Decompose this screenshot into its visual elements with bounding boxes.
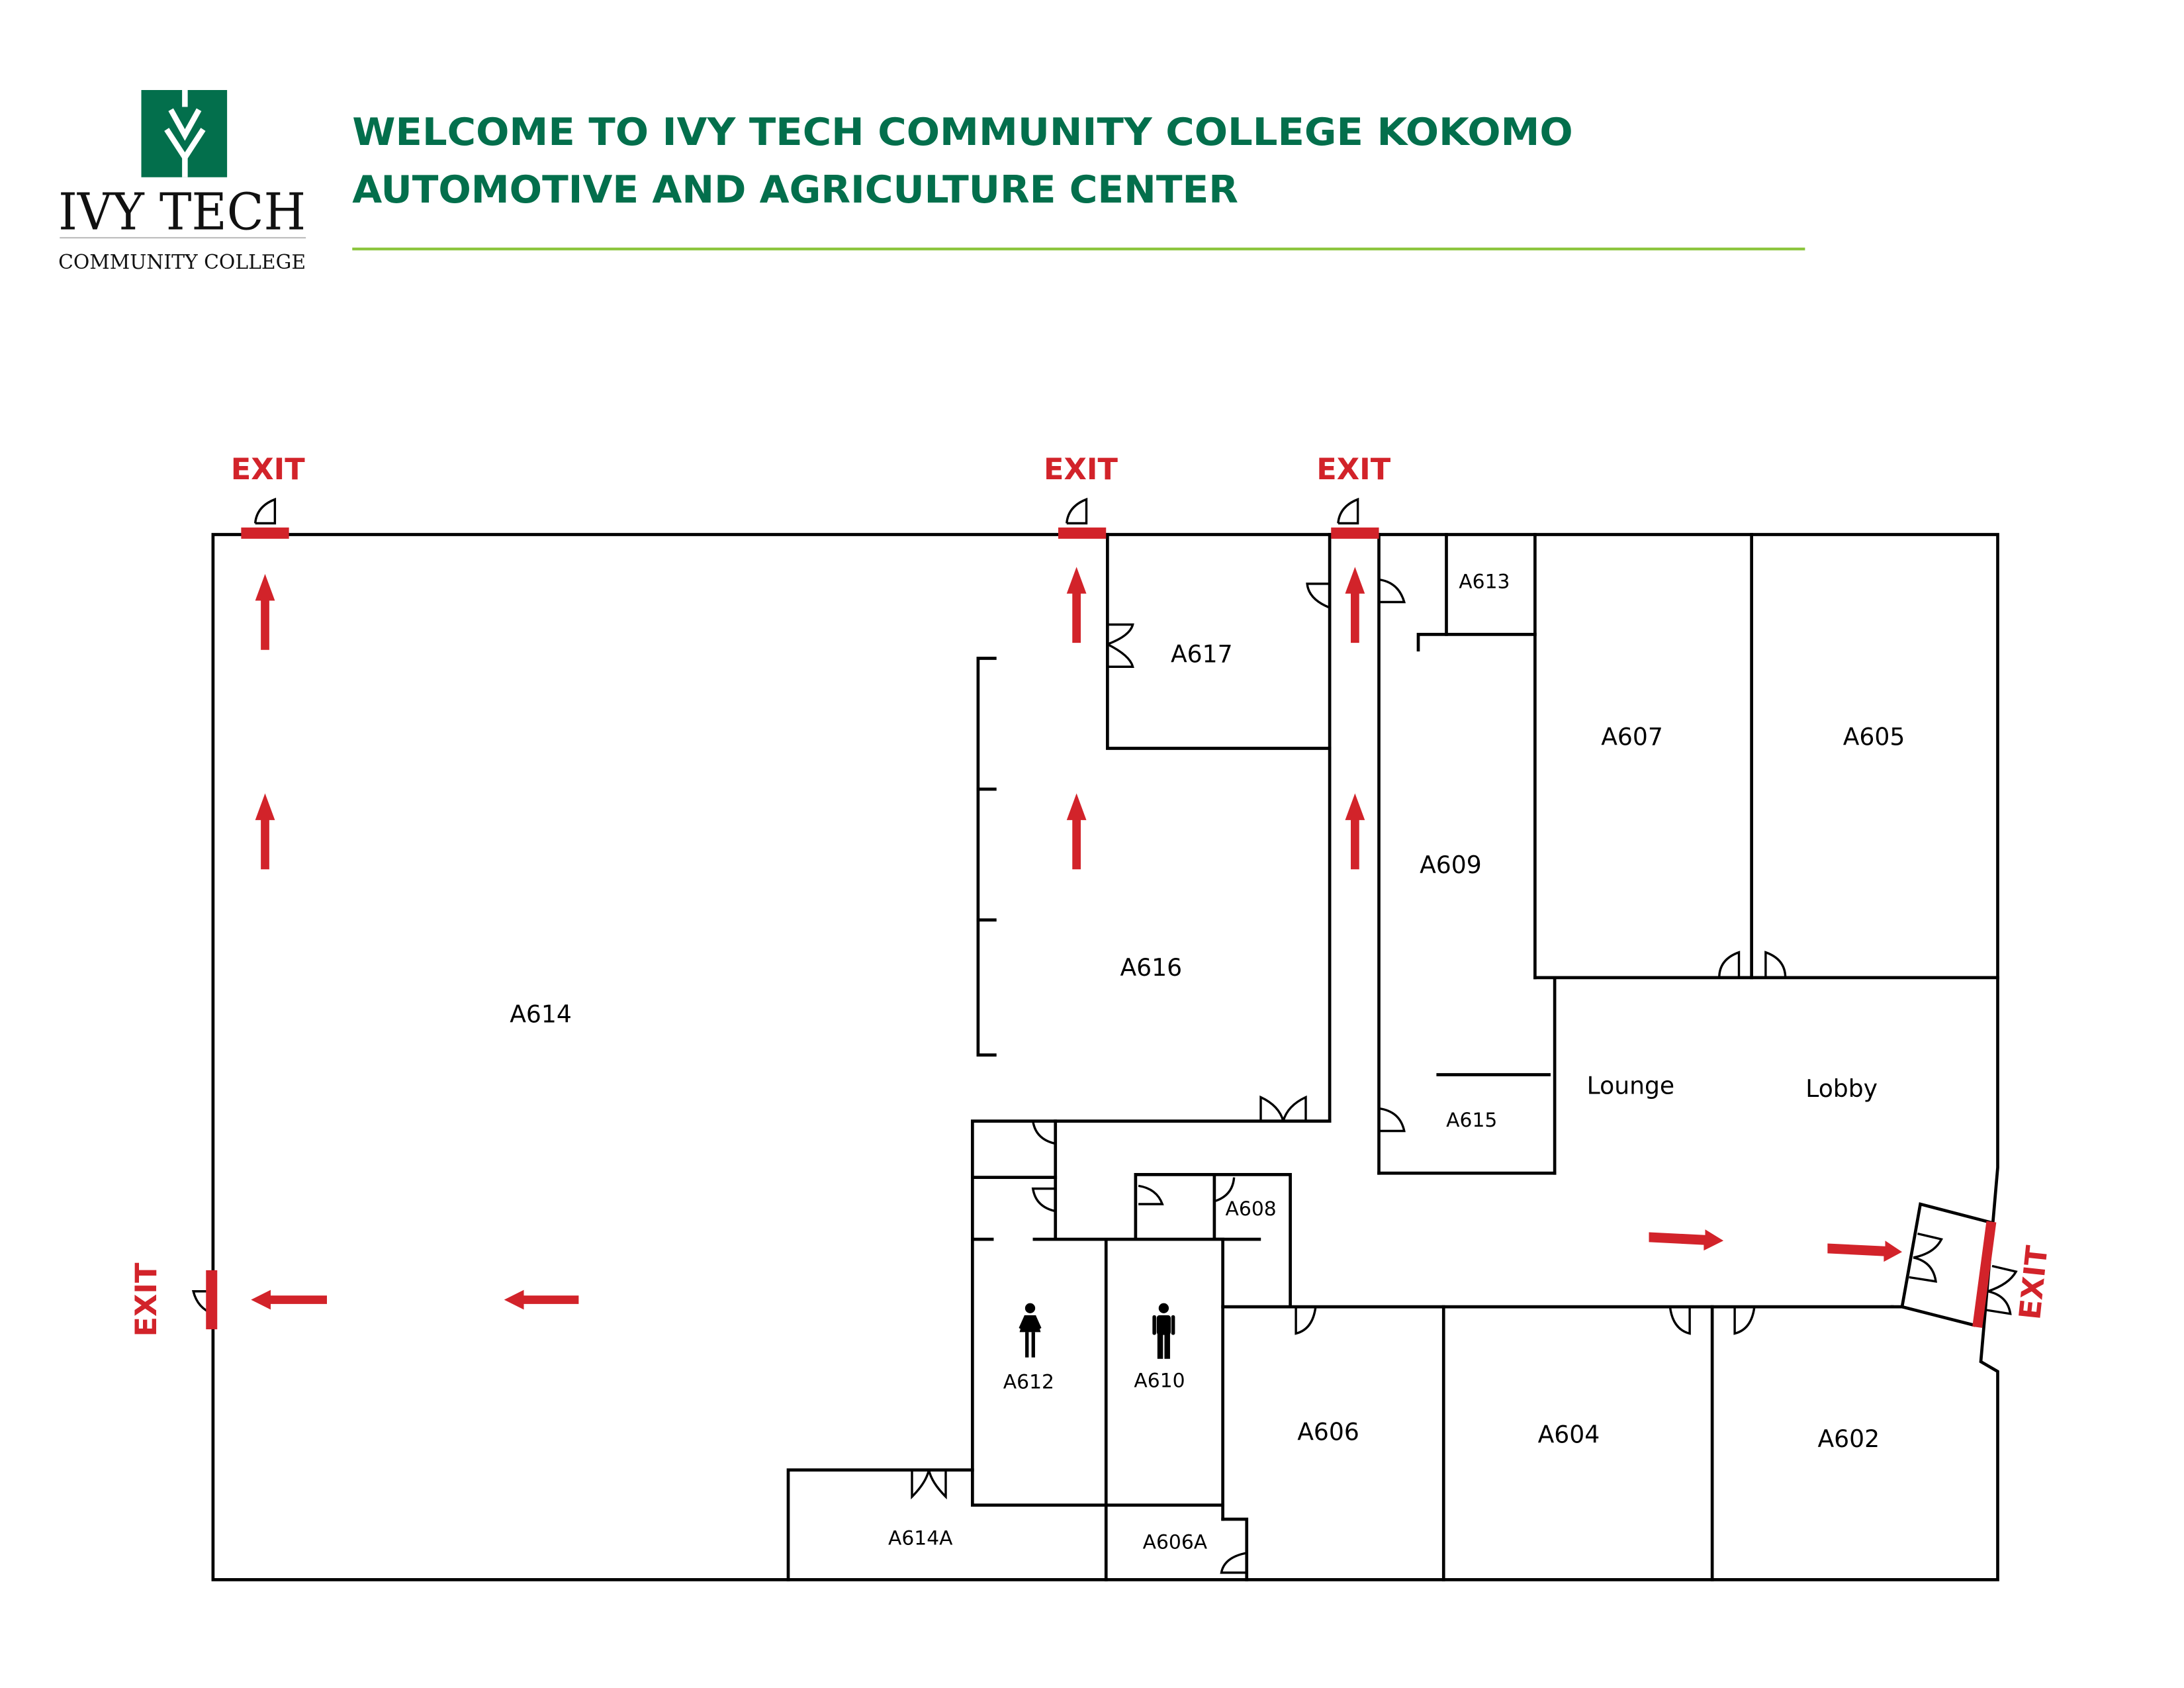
room-label-a607[interactable]: A607 xyxy=(1601,723,1663,751)
room-label-a608[interactable]: A608 xyxy=(1226,1197,1277,1221)
interior-walls xyxy=(786,533,1999,1581)
arrow-up-icon xyxy=(1345,567,1365,643)
arrow-up-icon xyxy=(1345,793,1365,870)
evacuation-arrows xyxy=(251,567,1902,1310)
man-restroom-icon xyxy=(1152,1303,1175,1359)
exit-door-right[interactable] xyxy=(1972,1221,1997,1329)
exit-label-top-right: EXIT xyxy=(1316,452,1390,487)
arrow-up-icon xyxy=(255,793,275,870)
room-label-a614a[interactable]: A614A xyxy=(888,1526,953,1550)
arrow-up-icon xyxy=(1066,567,1087,643)
room-label-a606[interactable]: A606 xyxy=(1297,1417,1359,1446)
ivy-leaf-glyph xyxy=(164,90,206,177)
ivy-tech-logo: IVY TECH COMMUNITY COLLEGE xyxy=(58,90,306,274)
arrow-left-icon xyxy=(251,1289,327,1310)
exterior-walls xyxy=(211,533,1999,1581)
exit-markers xyxy=(206,527,1997,1330)
arrow-up-icon xyxy=(1066,793,1087,870)
doors xyxy=(191,497,2018,1574)
room-label-a615[interactable]: A615 xyxy=(1446,1109,1497,1132)
exit-label-left: EXIT xyxy=(129,1262,163,1336)
exit-door-left[interactable] xyxy=(206,1270,218,1330)
room-label-a610[interactable]: A610 xyxy=(1134,1369,1185,1392)
exit-label-right: EXIT xyxy=(2013,1244,2054,1321)
exit-door-top-left[interactable] xyxy=(241,527,289,539)
woman-restroom-icon xyxy=(1019,1303,1042,1358)
arrow-left-icon xyxy=(504,1289,579,1310)
arrow-right-icon xyxy=(1649,1229,1724,1251)
page-subtitle: AUTOMOTIVE AND AGRICULTURE CENTER xyxy=(352,167,1238,212)
room-label-a614[interactable]: A614 xyxy=(510,1000,572,1028)
room-label-a612[interactable]: A612 xyxy=(1003,1370,1054,1393)
arrow-right-icon xyxy=(1827,1241,1902,1262)
arrow-up-icon xyxy=(255,574,275,650)
room-label-a609[interactable]: A609 xyxy=(1420,851,1482,879)
room-label-a613[interactable]: A613 xyxy=(1459,570,1510,593)
exit-door-top-right[interactable] xyxy=(1331,527,1379,539)
logo-subtitle: COMMUNITY COLLEGE xyxy=(58,251,306,274)
logo-wordmark: IVY TECH xyxy=(58,183,306,242)
room-label-a604[interactable]: A604 xyxy=(1538,1421,1600,1449)
room-label-a605[interactable]: A605 xyxy=(1843,723,1905,751)
room-label-a616[interactable]: A616 xyxy=(1120,953,1182,982)
room-label-lounge[interactable]: Lounge xyxy=(1587,1072,1674,1100)
room-label-a617[interactable]: A617 xyxy=(1171,639,1233,668)
exit-door-top-middle[interactable] xyxy=(1058,527,1107,539)
room-label-a606a[interactable]: A606A xyxy=(1143,1531,1208,1554)
exit-label-top-middle: EXIT xyxy=(1044,452,1118,487)
exit-label-top-left: EXIT xyxy=(231,452,305,487)
room-label-lobby[interactable]: Lobby xyxy=(1805,1074,1878,1103)
page-title: WELCOME TO IVY TECH COMMUNITY COLLEGE KO… xyxy=(352,110,1573,154)
room-label-a602[interactable]: A602 xyxy=(1817,1425,1880,1453)
